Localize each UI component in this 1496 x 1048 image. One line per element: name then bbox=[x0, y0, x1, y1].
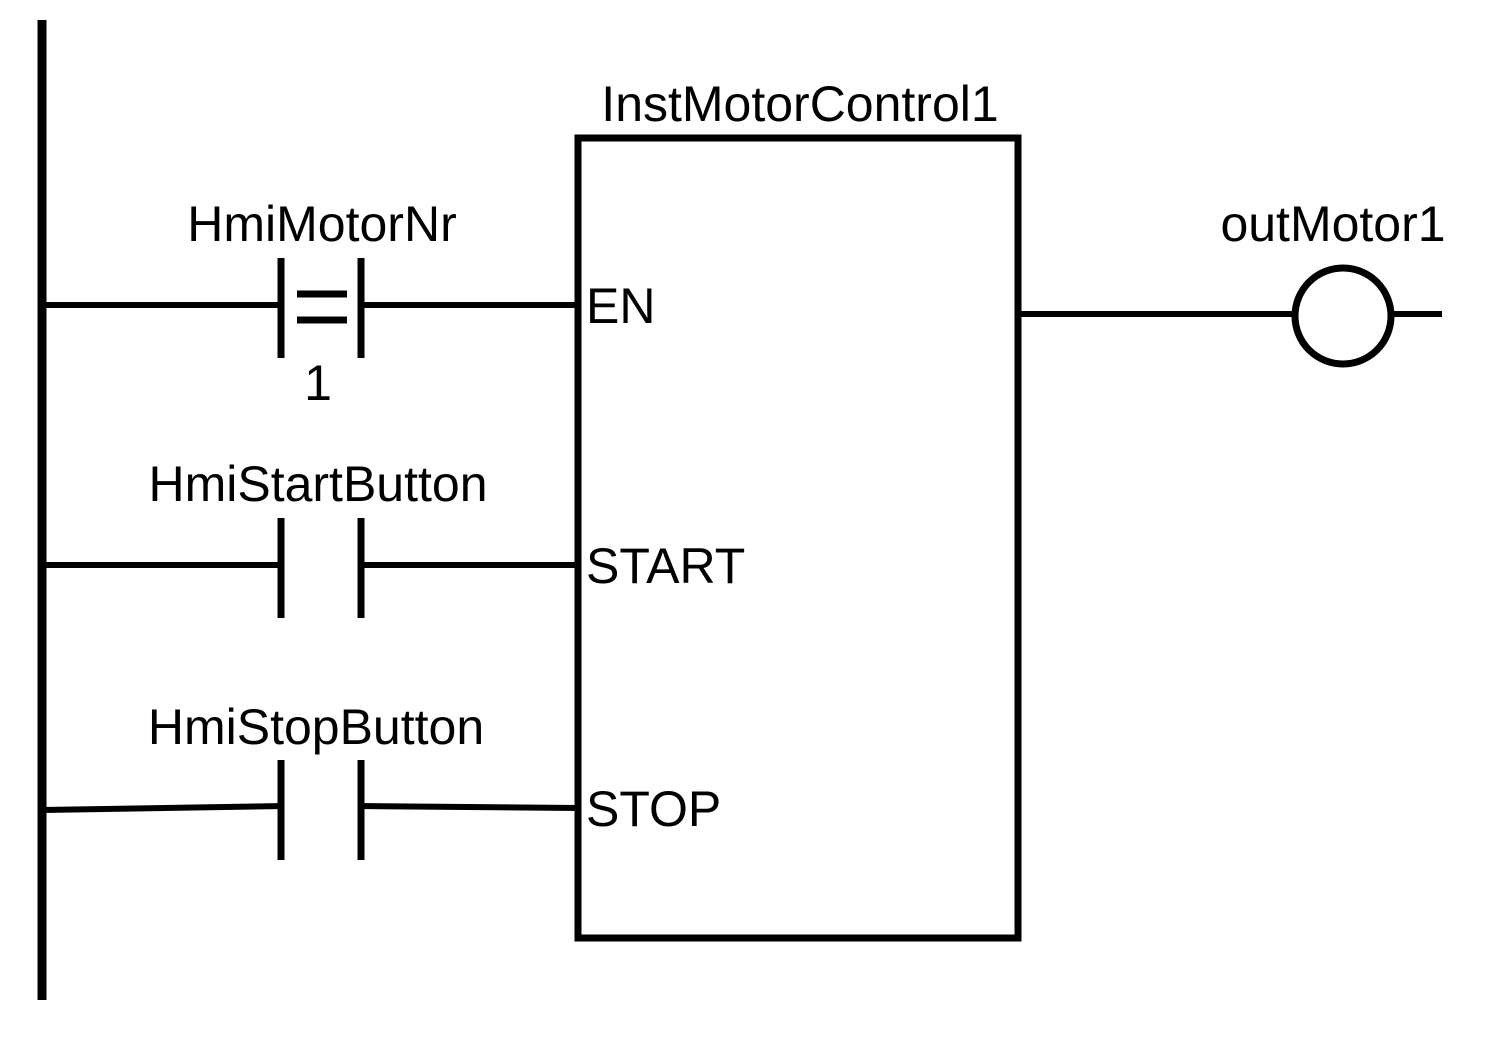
function-block-body[interactable] bbox=[574, 134, 1022, 942]
branch-en-operand: 1 bbox=[304, 355, 332, 411]
branch-en: HmiMotorNr 1 bbox=[42, 196, 578, 411]
equals-icon bbox=[297, 290, 347, 324]
branch-start-label: HmiStartButton bbox=[148, 456, 487, 512]
branch-stop: HmiStopButton bbox=[41, 699, 579, 860]
output-coil-symbol[interactable] bbox=[1291, 264, 1395, 368]
function-block-instance-name: InstMotorControl1 bbox=[601, 76, 998, 132]
branch-en-label: HmiMotorNr bbox=[187, 196, 456, 252]
function-block-pin-en: EN bbox=[586, 278, 655, 334]
output-section: outMotor1 bbox=[1018, 196, 1446, 368]
wire-rail-to-stop-contact bbox=[41, 803, 285, 813]
function-block-pin-start: START bbox=[586, 538, 745, 594]
function-block-pin-stop: STOP bbox=[586, 781, 721, 837]
output-coil-label: outMotor1 bbox=[1220, 196, 1445, 252]
branch-stop-label: HmiStopButton bbox=[148, 699, 484, 755]
branch-start: HmiStartButton bbox=[42, 456, 578, 618]
function-block[interactable]: InstMotorControl1 EN START STOP bbox=[574, 76, 1022, 942]
wire-stop-contact-to-block bbox=[357, 803, 579, 811]
